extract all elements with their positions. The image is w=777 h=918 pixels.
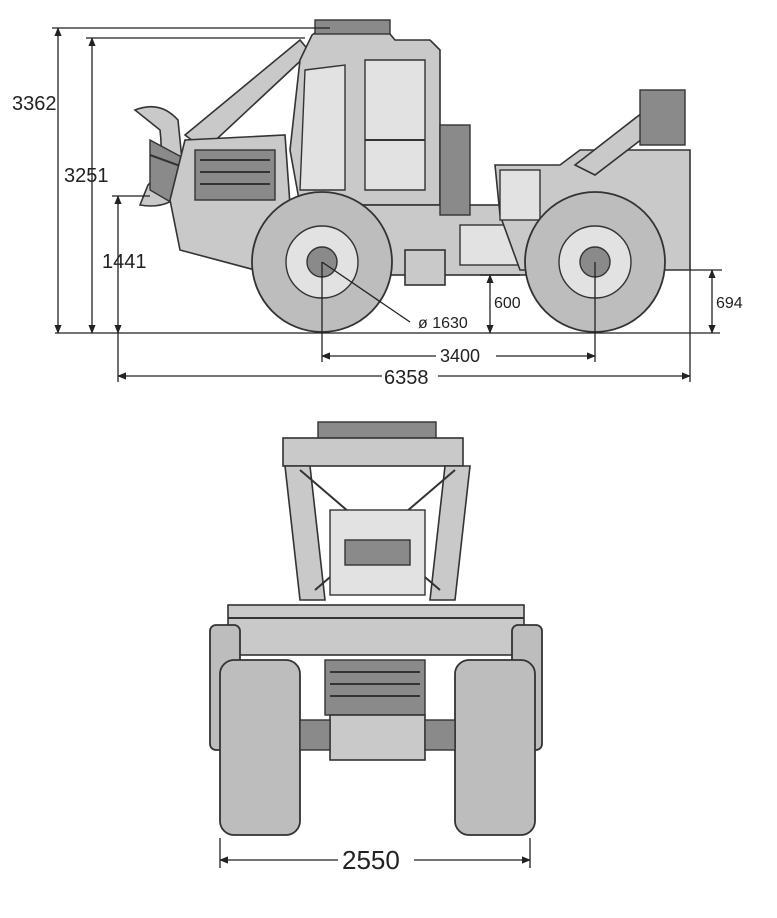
roof [282,437,464,467]
label-cab-height: 3251 [64,165,109,187]
front-view: 2550 [209,421,543,875]
label-overall-height: 3362 [12,93,57,115]
label-overall-length: 6358 [384,367,429,389]
label-blade-height: 1441 [102,251,147,273]
front-blade [227,604,525,656]
label-track-width: 2550 [342,845,400,875]
front-axle-housing [329,714,426,761]
label-rear-clearance: 694 [716,295,743,312]
label-axle-clearance: 600 [494,295,521,312]
arch-leg-left [284,465,326,601]
tire-left [219,659,301,836]
label-wheelbase: 3400 [440,346,480,366]
tire-right [454,659,536,836]
label-wheel-diameter: ø 1630 [418,315,468,332]
side-view: 3362 3251 1441 ø 1630 600 694 3400 6358 [12,19,743,389]
arch-leg-right [429,465,471,601]
radiator-grill [324,659,426,716]
cab [289,19,441,206]
